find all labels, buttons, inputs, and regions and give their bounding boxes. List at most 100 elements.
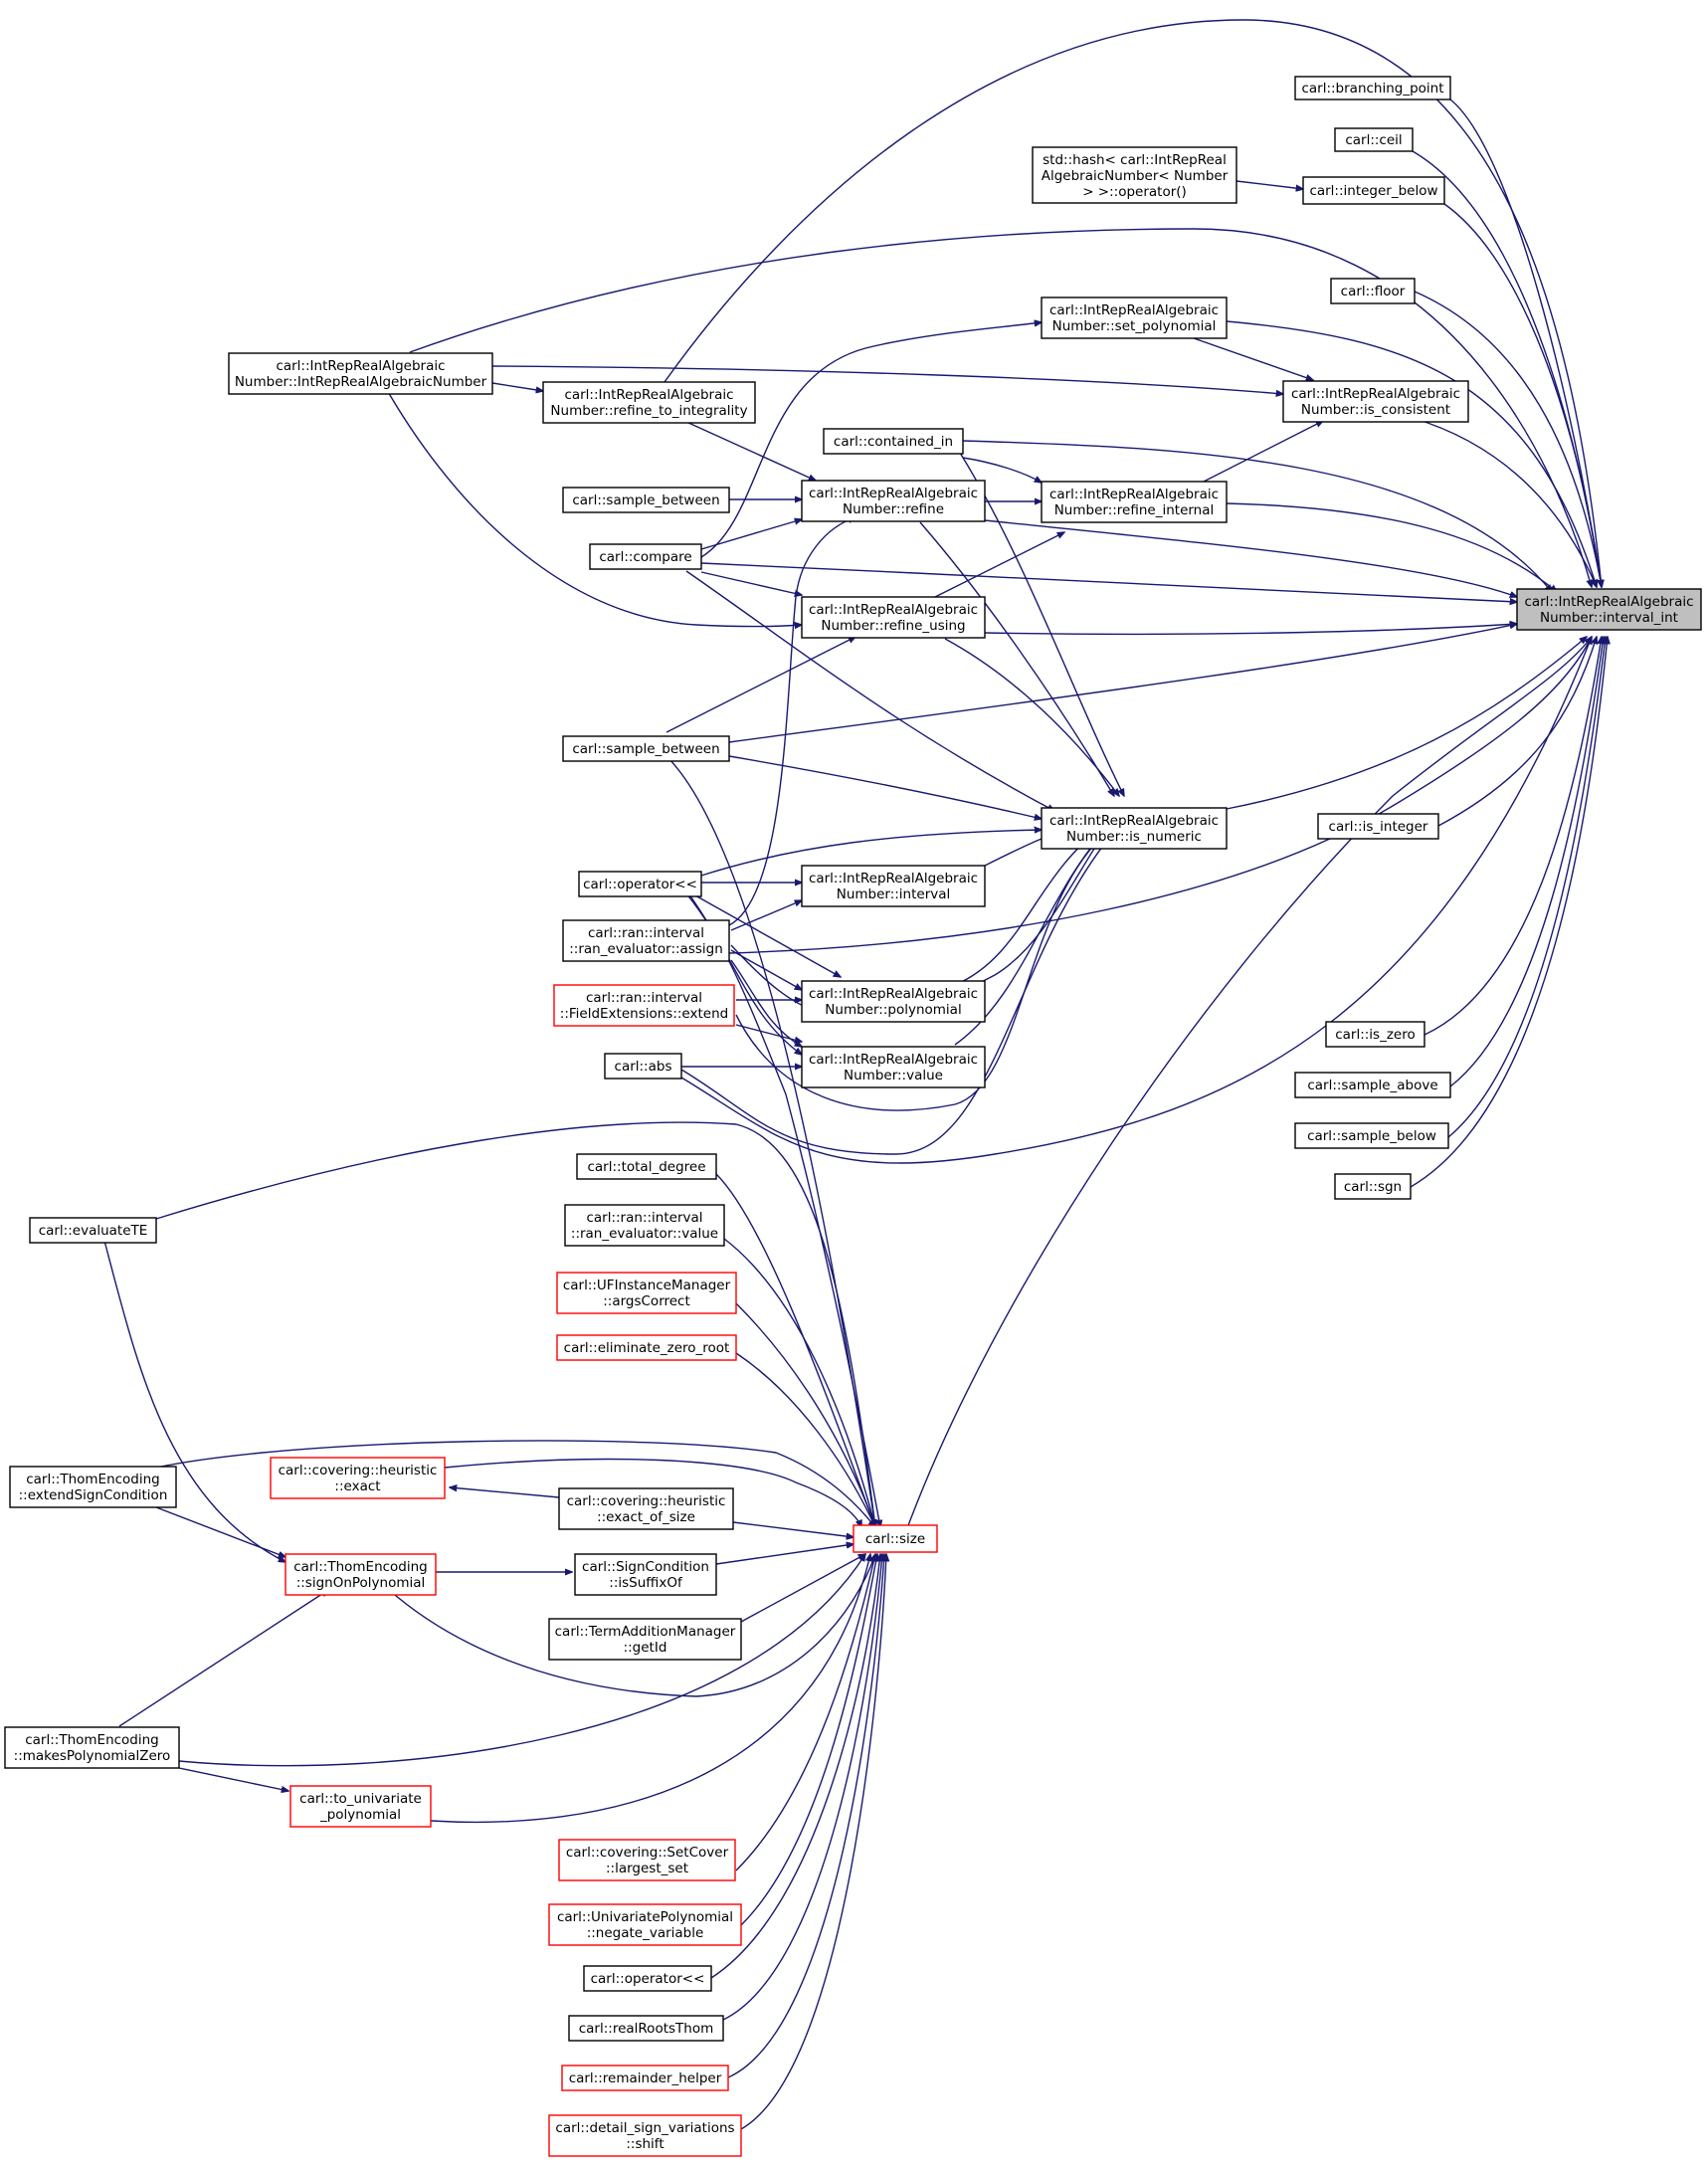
node-value[interactable]: carl::IntRepRealAlgebraic Number::value bbox=[801, 1046, 986, 1088]
node-sign-variations-shift[interactable]: carl::detail_sign_variations ::shift bbox=[548, 2114, 742, 2157]
node-label: carl::ceil bbox=[1345, 132, 1402, 148]
node-exact-of-size[interactable]: carl::covering::heuristic ::exact_of_siz… bbox=[558, 1487, 734, 1530]
node-set-polynomial[interactable]: carl::IntRepRealAlgebraic Number::set_po… bbox=[1041, 296, 1228, 339]
edge-ceil-to-root bbox=[1412, 150, 1602, 587]
node-label-line: AlgebraicNumber< Number bbox=[1042, 168, 1229, 184]
node-args-correct[interactable]: carl::UFInstanceManager ::argsCorrect bbox=[556, 1272, 737, 1314]
node-label-line: Number::refine bbox=[843, 501, 944, 517]
edge-extend-to-is-numeric bbox=[735, 826, 1114, 1111]
edge-is-zero-to-root bbox=[1423, 637, 1602, 1036]
node-abs[interactable]: carl::abs bbox=[604, 1053, 682, 1080]
node-ran-evaluator-value[interactable]: carl::ran::interval ::ran_evaluator::val… bbox=[564, 1204, 725, 1247]
edge-ctor-to-root bbox=[409, 228, 1592, 587]
node-sign-on-polynomial[interactable]: carl::ThomEncoding ::signOnPolynomial bbox=[285, 1553, 437, 1596]
node-is-numeric[interactable]: carl::IntRepRealAlgebraic Number::is_num… bbox=[1041, 807, 1228, 850]
node-is-suffix-of[interactable]: carl::SignCondition ::isSuffixOf bbox=[574, 1553, 717, 1596]
node-get-id[interactable]: carl::TermAdditionManager ::getId bbox=[548, 1618, 742, 1661]
edge-operator-lshift-1-to-polynomial bbox=[685, 889, 841, 977]
node-to-univariate-polynomial[interactable]: carl::to_univariate _polynomial bbox=[289, 1785, 432, 1828]
edge-compare-to-is-numeric bbox=[685, 570, 1054, 811]
node-label-line: Number::value bbox=[844, 1068, 943, 1083]
node-label: carl::abs bbox=[615, 1059, 672, 1075]
node-heuristic-exact[interactable]: carl::covering::heuristic ::exact bbox=[270, 1457, 446, 1499]
node-label-line: carl::covering::SetCover bbox=[566, 1845, 729, 1861]
edge-evaluator-value-to-size bbox=[723, 1238, 875, 1527]
node-refine-to-integrality[interactable]: carl::IntRepRealAlgebraic Number::refine… bbox=[542, 381, 756, 424]
node-label: carl::compare bbox=[599, 549, 691, 565]
edge-refine-using-to-is-numeric bbox=[944, 638, 1119, 796]
node-sample-between-top[interactable]: carl::sample_between bbox=[562, 487, 730, 513]
node-hash-operator[interactable]: std::hash< carl::IntRepReal AlgebraicNum… bbox=[1032, 146, 1237, 204]
node-size[interactable]: carl::size bbox=[853, 1524, 938, 1553]
edge-is-integer-to-root bbox=[1437, 637, 1597, 827]
node-branching-point[interactable]: carl::branching_point bbox=[1294, 76, 1451, 100]
edge-ctor-to-refine-using bbox=[382, 382, 802, 627]
edge-abs-to-is-numeric bbox=[680, 826, 1119, 1155]
node-label-line: carl::IntRepRealAlgebraic bbox=[276, 358, 445, 374]
node-label-line: Number::refine_internal bbox=[1054, 502, 1215, 518]
node-negate-variable[interactable]: carl::UnivariatePolynomial ::negate_vari… bbox=[548, 1903, 742, 1946]
node-label-line: Number::interval bbox=[837, 886, 951, 902]
edge-branching-point-to-root bbox=[1449, 98, 1602, 587]
edge-is-consistent-to-root bbox=[1412, 417, 1597, 587]
node-largest-set[interactable]: carl::covering::SetCover ::largest_set bbox=[558, 1839, 736, 1881]
node-label-line: carl::IntRepRealAlgebraic bbox=[1524, 594, 1693, 610]
node-ceil[interactable]: carl::ceil bbox=[1334, 127, 1414, 152]
nodes: carl::IntRepRealAlgebraic Number::interv… bbox=[4, 76, 1702, 2157]
node-makes-polynomial-zero[interactable]: carl::ThomEncoding ::makesPolynomialZero bbox=[4, 1726, 180, 1769]
node-extend-sign-condition[interactable]: carl::ThomEncoding ::extendSignCondition bbox=[9, 1466, 177, 1508]
node-evaluateTE[interactable]: carl::evaluateTE bbox=[29, 1217, 157, 1244]
node-total-degree[interactable]: carl::total_degree bbox=[576, 1153, 717, 1180]
node-operator-lshift-top[interactable]: carl::operator<< bbox=[578, 871, 702, 897]
node-eliminate-zero-root[interactable]: carl::eliminate_zero_root bbox=[556, 1334, 737, 1361]
node-sample-above[interactable]: carl::sample_above bbox=[1294, 1072, 1451, 1098]
node-real-roots-thom[interactable]: carl::realRootsThom bbox=[568, 2015, 724, 2042]
edge-total-degree-to-size bbox=[715, 1173, 875, 1527]
node-label: carl::total_degree bbox=[587, 1159, 705, 1175]
node-ran-evaluator-assign[interactable]: carl::ran::interval ::ran_evaluator::ass… bbox=[562, 919, 730, 962]
node-is-consistent[interactable]: carl::IntRepRealAlgebraic Number::is_con… bbox=[1282, 380, 1469, 423]
edge-shift-to-size bbox=[740, 1554, 886, 2130]
edge-sgn-to-root bbox=[1410, 637, 1608, 1188]
node-interval-int[interactable]: carl::IntRepRealAlgebraic Number::interv… bbox=[1516, 588, 1702, 631]
edge-realRootsThom-to-size bbox=[722, 1554, 882, 2021]
node-label-line: ::getId bbox=[624, 1640, 667, 1656]
node-field-extensions-extend[interactable]: carl::ran::interval ::FieldExtensions::e… bbox=[553, 984, 735, 1027]
edge-contained-in-to-root bbox=[962, 440, 1552, 592]
node-refine-internal[interactable]: carl::IntRepRealAlgebraic Number::refine… bbox=[1041, 481, 1228, 523]
node-sample-between-bottom[interactable]: carl::sample_between bbox=[562, 735, 730, 762]
edge-refine-to-integrality-to-refine bbox=[685, 421, 816, 481]
node-sgn[interactable]: carl::sgn bbox=[1334, 1173, 1412, 1200]
node-label: carl::floor bbox=[1341, 284, 1406, 299]
node-integer-below[interactable]: carl::integer_below bbox=[1302, 176, 1445, 205]
edge-size-to-root bbox=[906, 637, 1592, 1529]
node-label-line: carl::ran::interval bbox=[586, 990, 702, 1006]
node-label: carl::is_integer bbox=[1329, 819, 1428, 835]
edge-abs-to-root bbox=[680, 637, 1592, 1164]
edge-largest-set-to-size bbox=[735, 1554, 875, 1871]
edge-operator-lshift-2-to-size bbox=[710, 1554, 880, 1979]
node-is-integer[interactable]: carl::is_integer bbox=[1317, 813, 1439, 840]
node-label-line: carl::covering::heuristic bbox=[279, 1463, 438, 1478]
node-label-line: carl::SignCondition bbox=[582, 1559, 709, 1575]
node-refine-using[interactable]: carl::IntRepRealAlgebraic Number::refine… bbox=[801, 596, 986, 639]
node-label-line: ::exact_of_size bbox=[597, 1509, 695, 1525]
node-polynomial[interactable]: carl::IntRepRealAlgebraic Number::polyno… bbox=[801, 980, 986, 1023]
node-label-line: carl::IntRepRealAlgebraic bbox=[1291, 386, 1460, 402]
node-constructor[interactable]: carl::IntRepRealAlgebraic Number::IntRep… bbox=[228, 352, 493, 395]
edge-refine-internal-to-root bbox=[1226, 502, 1557, 592]
node-is-zero[interactable]: carl::is_zero bbox=[1325, 1021, 1425, 1048]
edge-sample-between-2-to-root bbox=[728, 624, 1517, 743]
node-contained-in[interactable]: carl::contained_in bbox=[823, 428, 964, 455]
node-compare[interactable]: carl::compare bbox=[589, 543, 702, 570]
node-sample-below[interactable]: carl::sample_below bbox=[1294, 1122, 1449, 1149]
node-label-line: carl::IntRepRealAlgebraic bbox=[809, 986, 978, 1002]
node-operator-lshift-bottom[interactable]: carl::operator<< bbox=[583, 1965, 712, 1992]
node-label-line: Number::polynomial bbox=[825, 1002, 961, 1018]
node-refine[interactable]: carl::IntRepRealAlgebraic Number::refine bbox=[801, 480, 986, 522]
node-interval[interactable]: carl::IntRepRealAlgebraic Number::interv… bbox=[801, 865, 986, 907]
node-remainder-helper[interactable]: carl::remainder_helper bbox=[561, 2065, 729, 2091]
node-label-line: carl::IntRepRealAlgebraic bbox=[1049, 813, 1219, 829]
node-floor[interactable]: carl::floor bbox=[1330, 278, 1416, 304]
